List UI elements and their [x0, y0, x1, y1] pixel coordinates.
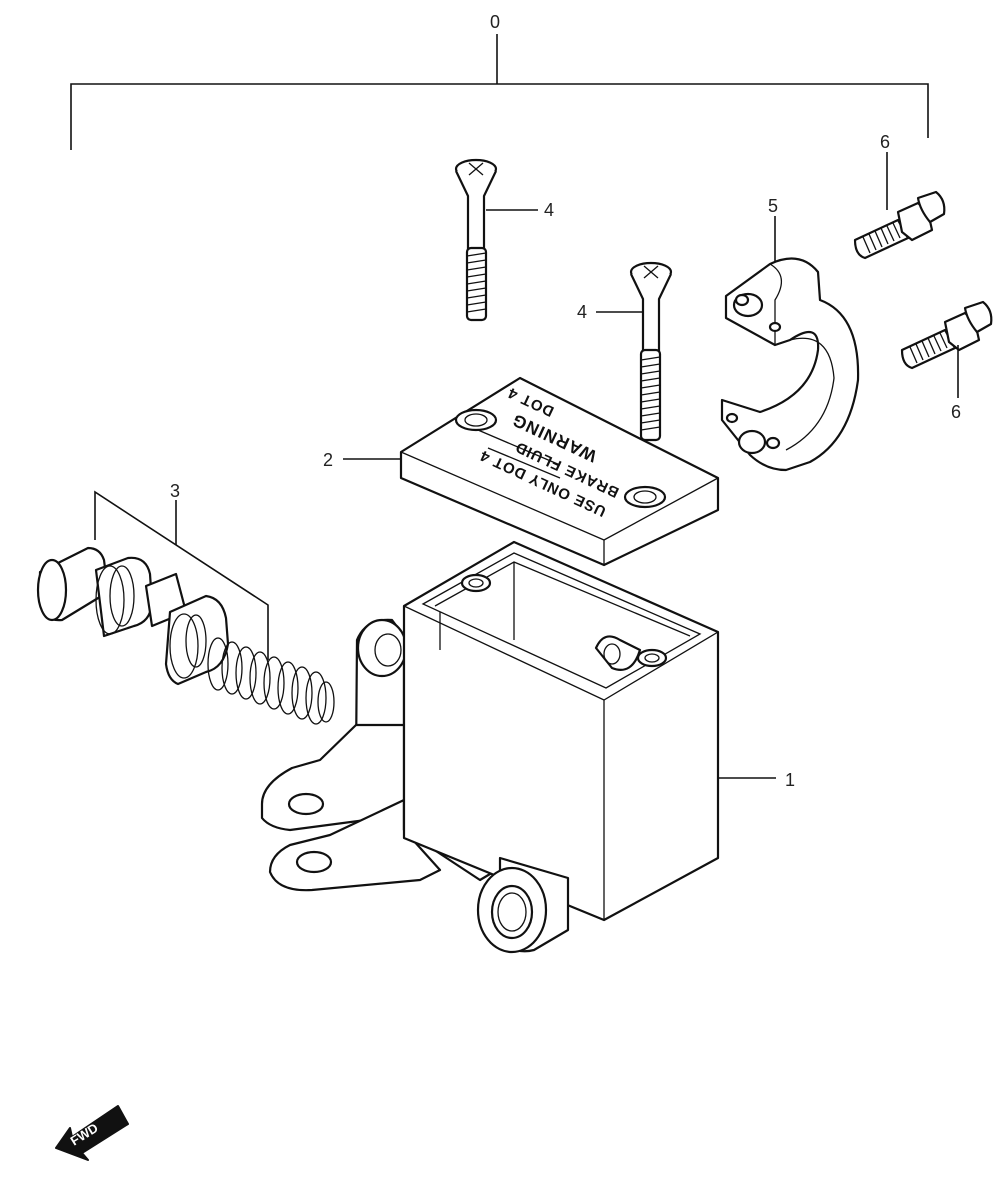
- assembly-bracket: [70, 34, 929, 150]
- piston-spring-assembly: [36, 546, 335, 725]
- callout-1: 1: [785, 770, 795, 790]
- callout-4-lower: 4: [577, 302, 587, 322]
- callout-2: 2: [323, 450, 333, 470]
- master-cylinder-body: [260, 540, 720, 954]
- bolt-upper: [853, 190, 946, 260]
- bolt-lower: [900, 300, 993, 370]
- callout-5: 5: [768, 196, 778, 216]
- screw-lower: [629, 261, 673, 442]
- reservoir-cap: USE ONLY DOT 4 BRAKE FLUID WARNING DOT 4: [399, 376, 720, 567]
- callout-3: 3: [170, 481, 180, 501]
- forward-direction-arrow-icon: FWD: [55, 1105, 129, 1161]
- callout-6-upper: 6: [880, 132, 890, 152]
- handlebar-holder: [720, 257, 860, 472]
- callout-4-upper: 4: [544, 200, 554, 220]
- screw-upper: [454, 158, 498, 322]
- callout-6-lower: 6: [951, 402, 961, 422]
- callout-0: 0: [490, 12, 500, 32]
